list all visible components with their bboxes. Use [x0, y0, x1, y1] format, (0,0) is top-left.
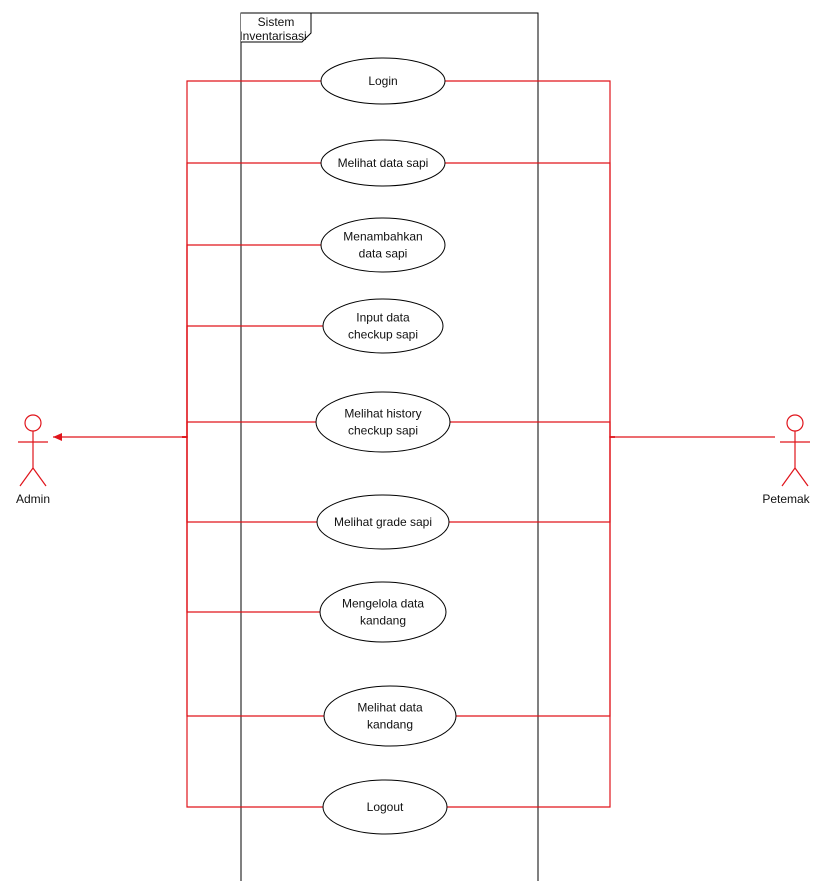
use-case-ellipse — [316, 494, 450, 550]
use-case-label: Melihat history — [344, 407, 421, 421]
admin-link-input-data-checkup-sapi — [182, 325, 323, 438]
use-case-input-data-checkup-sapi: Input data checkup sapi — [322, 298, 444, 354]
petemak-label: Petemak — [762, 492, 810, 506]
system-name-line-2: Inventarisasi — [239, 29, 306, 43]
system-frame — [240, 12, 539, 881]
use-case-ellipse — [320, 57, 446, 105]
petemak-link-melihat-grade-sapi — [449, 436, 615, 523]
association-lines — [53, 80, 775, 808]
use-case-menambahkan-data-sapi: Menambahkan data sapi — [320, 217, 446, 273]
use-case-label: Melihat grade sapi — [334, 515, 432, 529]
petemak-left-leg-icon — [781, 467, 796, 487]
use-case-label: Mengelola data — [342, 597, 424, 611]
use-case-melihat-grade-sapi: Melihat grade sapi — [316, 494, 450, 550]
use-case-label: Melihat data sapi — [338, 156, 429, 170]
admin-label: Admin — [16, 492, 50, 506]
use-case-label: Menambahkan — [343, 230, 422, 244]
use-case-melihat-data-kandang: Melihat data kandang — [323, 685, 457, 747]
use-case-login: Login — [320, 57, 446, 105]
use-case-label: Melihat data — [357, 701, 423, 715]
system-boundary: Sistem Inventarisasi — [239, 12, 539, 881]
system-name-line-1: Sistem — [258, 15, 295, 29]
petemak-link-logout — [447, 436, 615, 808]
use-case-ellipse — [322, 779, 448, 835]
admin-right-leg-icon — [32, 467, 47, 487]
admin-link-melihat-data-sapi — [182, 162, 321, 438]
use-case-label: kandang — [367, 718, 413, 732]
petemak-head-icon — [786, 414, 804, 432]
use-case-ellipse — [322, 298, 444, 354]
admin-link-login — [182, 80, 321, 438]
use-case-ellipse — [319, 581, 447, 643]
actor-admin: Admin — [16, 414, 50, 506]
admin-arrowhead-icon — [53, 433, 62, 441]
petemak-link-melihat-data-kandang — [456, 436, 615, 717]
use-case-label: data sapi — [359, 247, 408, 261]
system-name-tab — [241, 12, 312, 43]
admin-link-melihat-grade-sapi — [182, 436, 317, 523]
admin-link-melihat-data-kandang — [182, 436, 324, 717]
use-case-ellipse — [315, 391, 451, 453]
admin-link-menambahkan-data-sapi — [182, 244, 321, 438]
use-case-label: Input data — [356, 311, 410, 325]
petemak-link-melihat-data-sapi — [445, 162, 615, 438]
use-case-label: kandang — [360, 614, 406, 628]
use-case-label: checkup sapi — [348, 328, 418, 342]
actor-petemak: Petemak — [762, 414, 811, 506]
use-case-ellipse — [320, 217, 446, 273]
petemak-link-melihat-history-checkup-sapi — [450, 421, 615, 438]
use-case-label: checkup sapi — [348, 424, 418, 438]
petemak-link-login — [445, 80, 615, 438]
petemak-right-leg-icon — [794, 467, 809, 487]
use-case-ellipse — [323, 685, 457, 747]
use-case-melihat-data-sapi: Melihat data sapi — [320, 139, 446, 187]
admin-link-mengelola-data-kandang — [182, 436, 320, 613]
admin-head-icon — [24, 414, 42, 432]
use-case-logout: Logout — [322, 779, 448, 835]
use-case-ellipse — [320, 139, 446, 187]
admin-link-melihat-history-checkup-sapi — [182, 421, 316, 438]
admin-link-logout — [182, 436, 323, 808]
admin-left-leg-icon — [19, 467, 34, 487]
use-case-label: Login — [368, 74, 397, 88]
use-case-melihat-history-checkup-sapi: Melihat history checkup sapi — [315, 391, 451, 453]
use-case-label: Logout — [367, 800, 404, 814]
use-case-mengelola-data-kandang: Mengelola data kandang — [319, 581, 447, 643]
